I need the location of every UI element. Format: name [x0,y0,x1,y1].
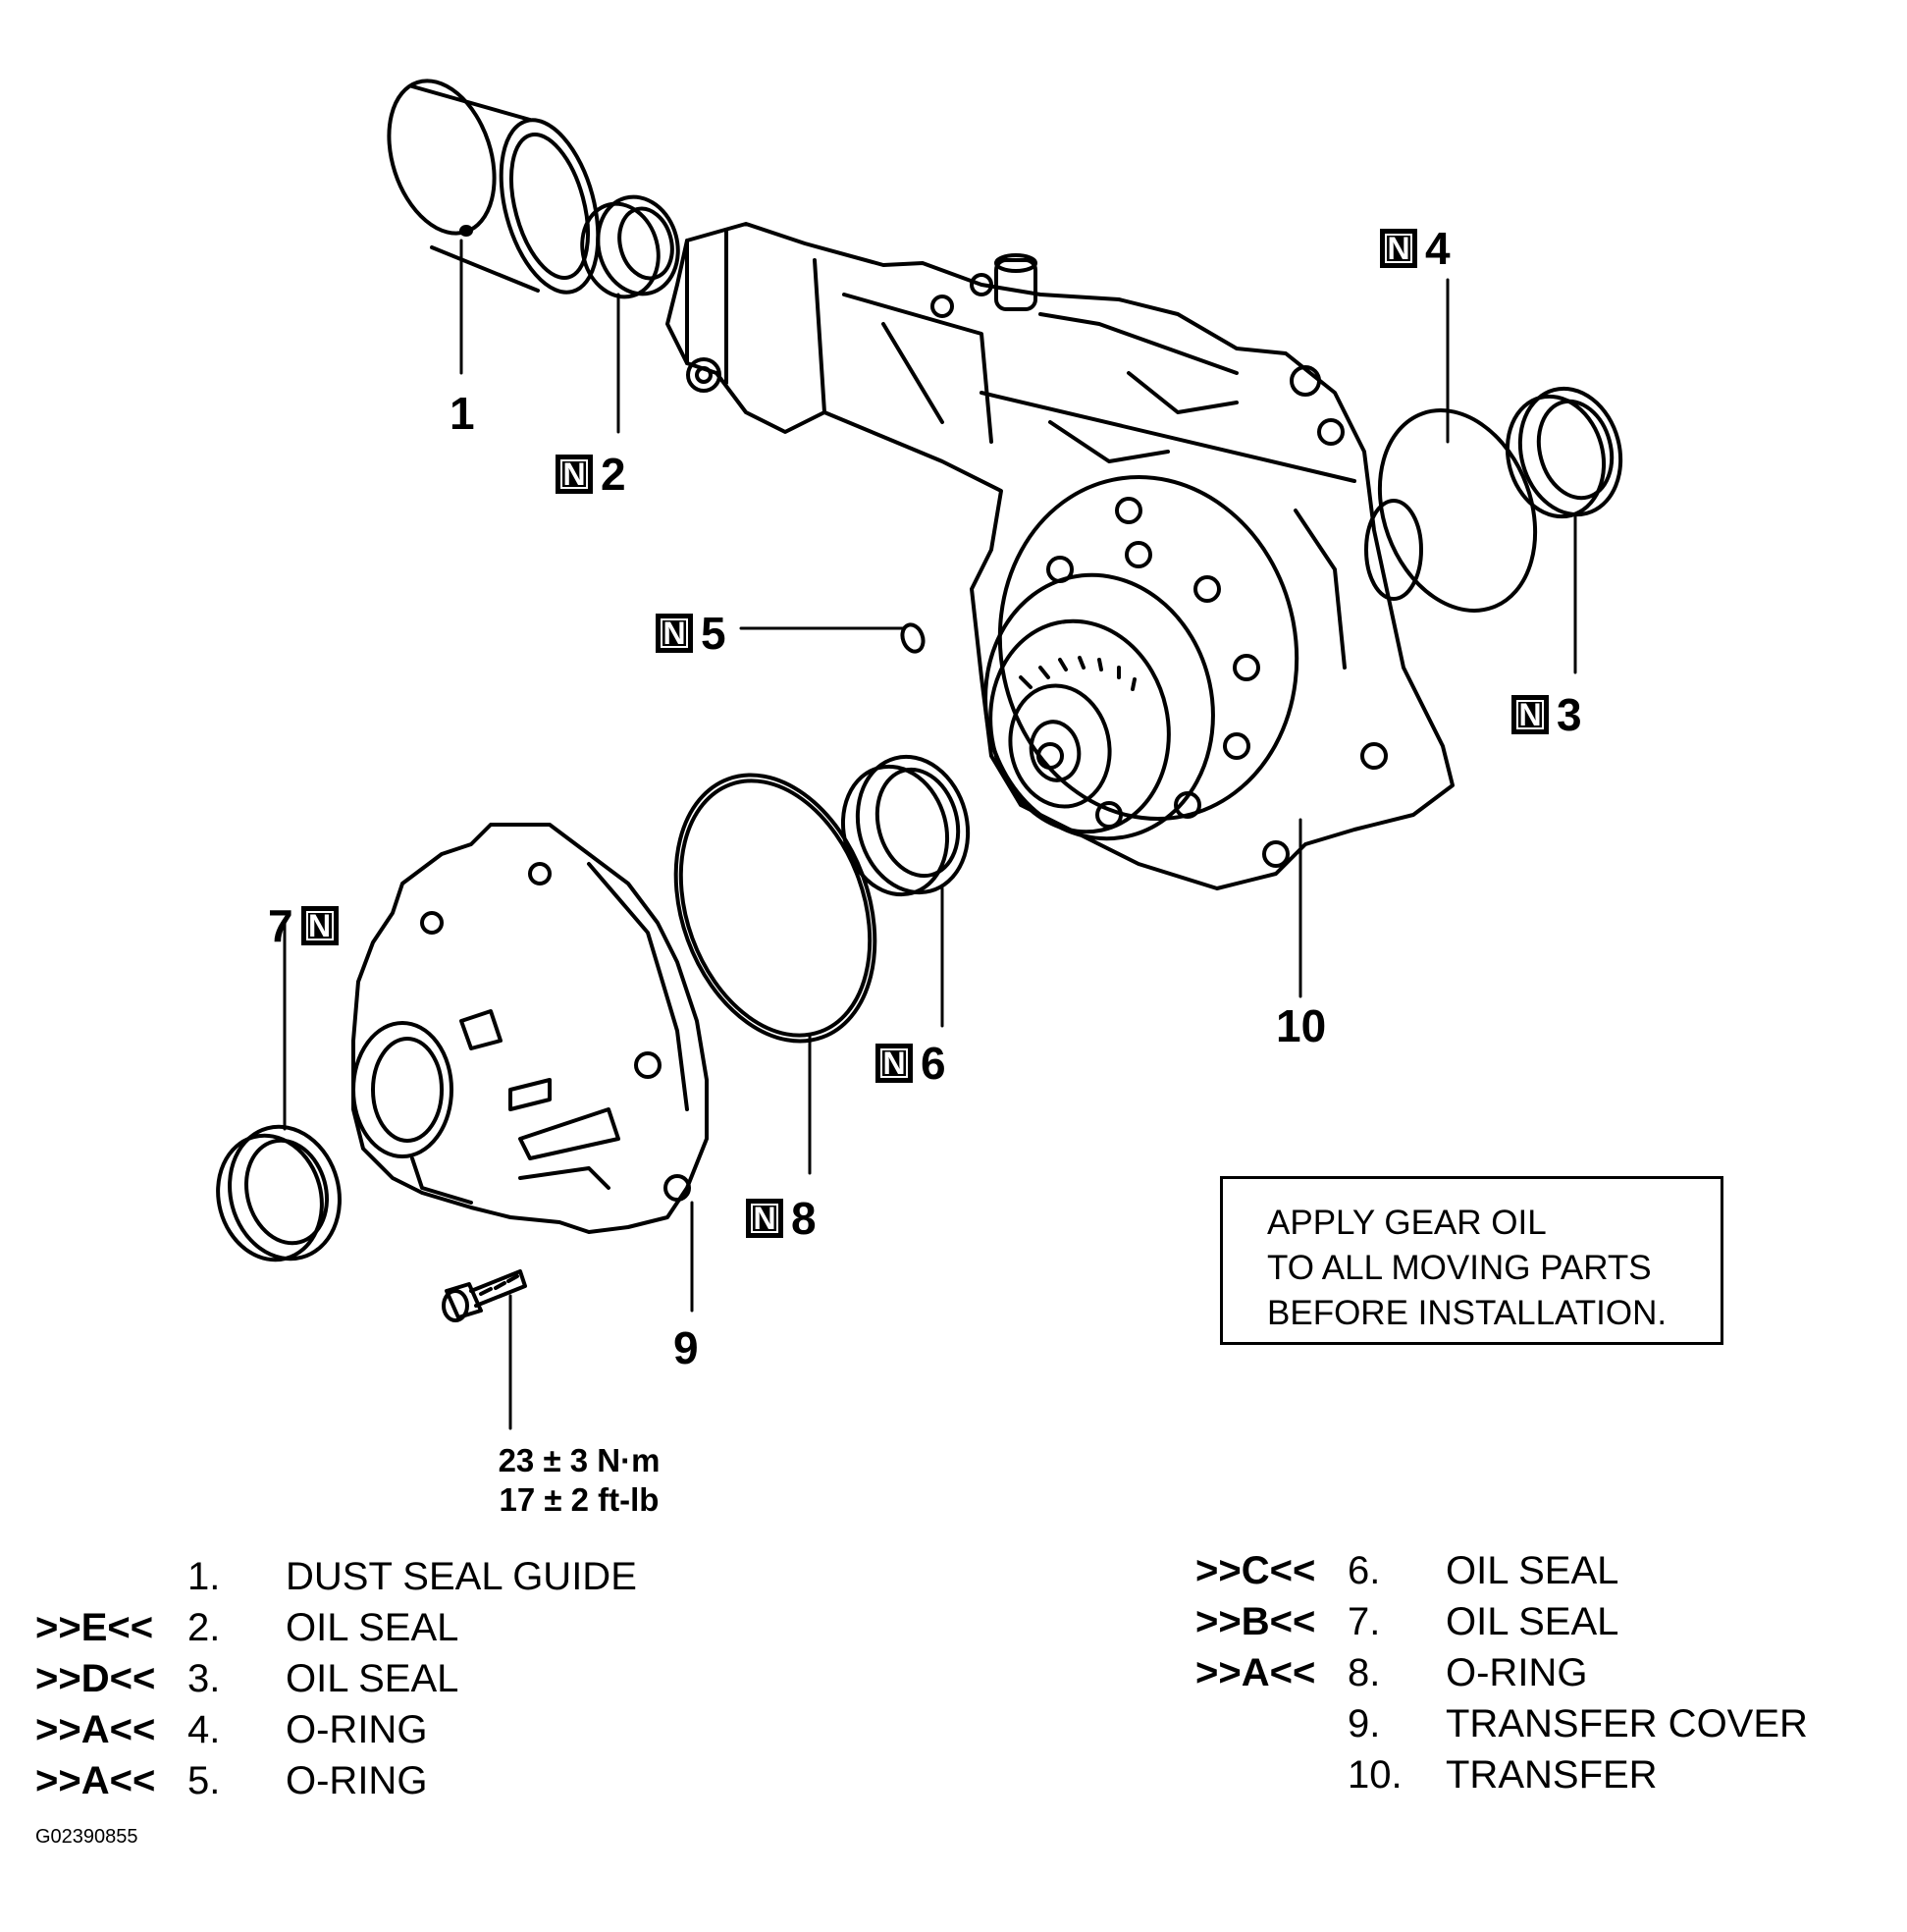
part-7-oil-seal [216,1124,342,1262]
legend-description: DUST SEAL GUIDE [286,1555,637,1598]
part-3-oil-seal [1505,386,1623,519]
callout-3: N 3 [1511,692,1582,737]
legend-row: >>A<< 5. O-RING [35,1755,637,1806]
note-line: BEFORE INSTALLATION. [1267,1294,1668,1332]
legend-code: >>A<< [1195,1651,1316,1694]
legend-code: >>A<< [35,1708,156,1751]
part-5-o-ring [900,622,926,654]
legend-description: O-RING [1446,1651,1588,1694]
torque-spec: 23 ± 3 N·m 17 ± 2 ft-lb [461,1441,697,1520]
callout-9: 9 [673,1325,699,1370]
callout-number: 8 [791,1193,817,1244]
part-1-dust-seal-guide [387,79,601,295]
n-symbol-icon: N [1380,229,1417,268]
legend-row: 10. TRANSFER [1195,1749,1808,1800]
n-symbol-icon: N [746,1199,783,1238]
legend-number: 6. [1348,1549,1381,1592]
callout-number: 7 [268,900,293,951]
legend-description: O-RING [286,1759,428,1802]
callout-10: 10 [1276,1003,1326,1048]
legend-number: 2. [187,1606,221,1649]
callout-2: N 2 [556,452,626,497]
legend-code: >>E<< [35,1606,154,1649]
parts-legend-left: 1. DUST SEAL GUIDE >>E<< 2. OIL SEAL >>D<< 3… [35,1551,637,1806]
note-line: TO ALL MOVING PARTS [1267,1249,1652,1287]
callout-number: 2 [601,449,626,500]
n-symbol-icon: N [300,906,339,945]
legend-row: >>A<< 8. O-RING [1195,1647,1808,1698]
torque-imperial: 17 ± 2 ft-lb [499,1481,660,1518]
parts-legend-right: >>C<< 6. OIL SEAL >>B<< 7. OIL SEAL >>A<< 8. O… [1195,1545,1808,1800]
legend-number: 10. [1348,1753,1403,1797]
legend-row: >>C<< 6. OIL SEAL [1195,1545,1808,1596]
legend-code [1195,1698,1348,1749]
legend-row: >>E<< 2. OIL SEAL [35,1602,637,1653]
callout-7: 7 N [268,903,339,948]
legend-description: TRANSFER [1446,1753,1658,1797]
legend-row: 1. DUST SEAL GUIDE [35,1551,637,1602]
legend-number: 8. [1348,1651,1381,1694]
figure-id: G02390855 [35,1826,138,1848]
leader-lines [283,239,1577,1430]
legend-number: 9. [1348,1702,1381,1745]
legend-code: >>C<< [1195,1549,1316,1592]
bolt [442,1269,527,1322]
callout-number: 9 [673,1322,699,1373]
part-2-oil-seal [580,194,680,299]
legend-description: OIL SEAL [1446,1549,1619,1592]
legend-row: 9. TRANSFER COVER [1195,1698,1808,1749]
legend-description: TRANSFER COVER [1446,1702,1808,1745]
torque-metric: 23 ± 3 N·m [498,1442,661,1478]
legend-row: >>B<< 7. OIL SEAL [1195,1596,1808,1647]
legend-description: OIL SEAL [286,1606,459,1649]
legend-number: 7. [1348,1600,1381,1643]
part-6-oil-seal [840,754,971,897]
legend-number: 3. [187,1657,221,1700]
legend-row: >>A<< 4. O-RING [35,1704,637,1755]
note-line: APPLY GEAR OIL [1267,1204,1547,1242]
callout-number: 3 [1557,689,1582,740]
legend-description: OIL SEAL [1446,1600,1619,1643]
gear-oil-note: APPLY GEAR OIL TO ALL MOVING PARTS BEFOR… [1220,1176,1723,1345]
callout-8: N 8 [746,1196,817,1241]
part-4-o-ring [1377,408,1538,613]
legend-code: >>A<< [35,1759,156,1802]
legend-number: 4. [187,1708,221,1751]
n-symbol-icon: N [875,1044,913,1083]
callout-6: N 6 [875,1041,946,1086]
legend-code [35,1551,187,1602]
callout-number: 10 [1276,1000,1327,1051]
n-symbol-icon: N [656,614,693,653]
callout-4: N 4 [1380,226,1451,271]
n-symbol-icon: N [556,455,593,494]
callout-number: 4 [1425,223,1451,274]
part-10-transfer-housing [665,222,1455,890]
legend-code: >>B<< [1195,1600,1316,1643]
callout-5: N 5 [656,611,726,656]
part-9-transfer-cover [351,823,709,1234]
callout-1: 1 [450,391,475,436]
callout-number: 6 [921,1038,946,1089]
legend-code: >>D<< [35,1657,156,1700]
n-symbol-icon: N [1511,695,1549,734]
legend-number: 5. [187,1759,221,1802]
part-8-o-ring [673,773,877,1044]
legend-row: >>D<< 3. OIL SEAL [35,1653,637,1704]
legend-number: 1. [187,1555,221,1598]
callout-number: 1 [450,388,475,439]
callout-number: 5 [701,608,726,659]
legend-description: OIL SEAL [286,1657,459,1700]
legend-code [1195,1749,1348,1800]
legend-description: O-RING [286,1708,428,1751]
